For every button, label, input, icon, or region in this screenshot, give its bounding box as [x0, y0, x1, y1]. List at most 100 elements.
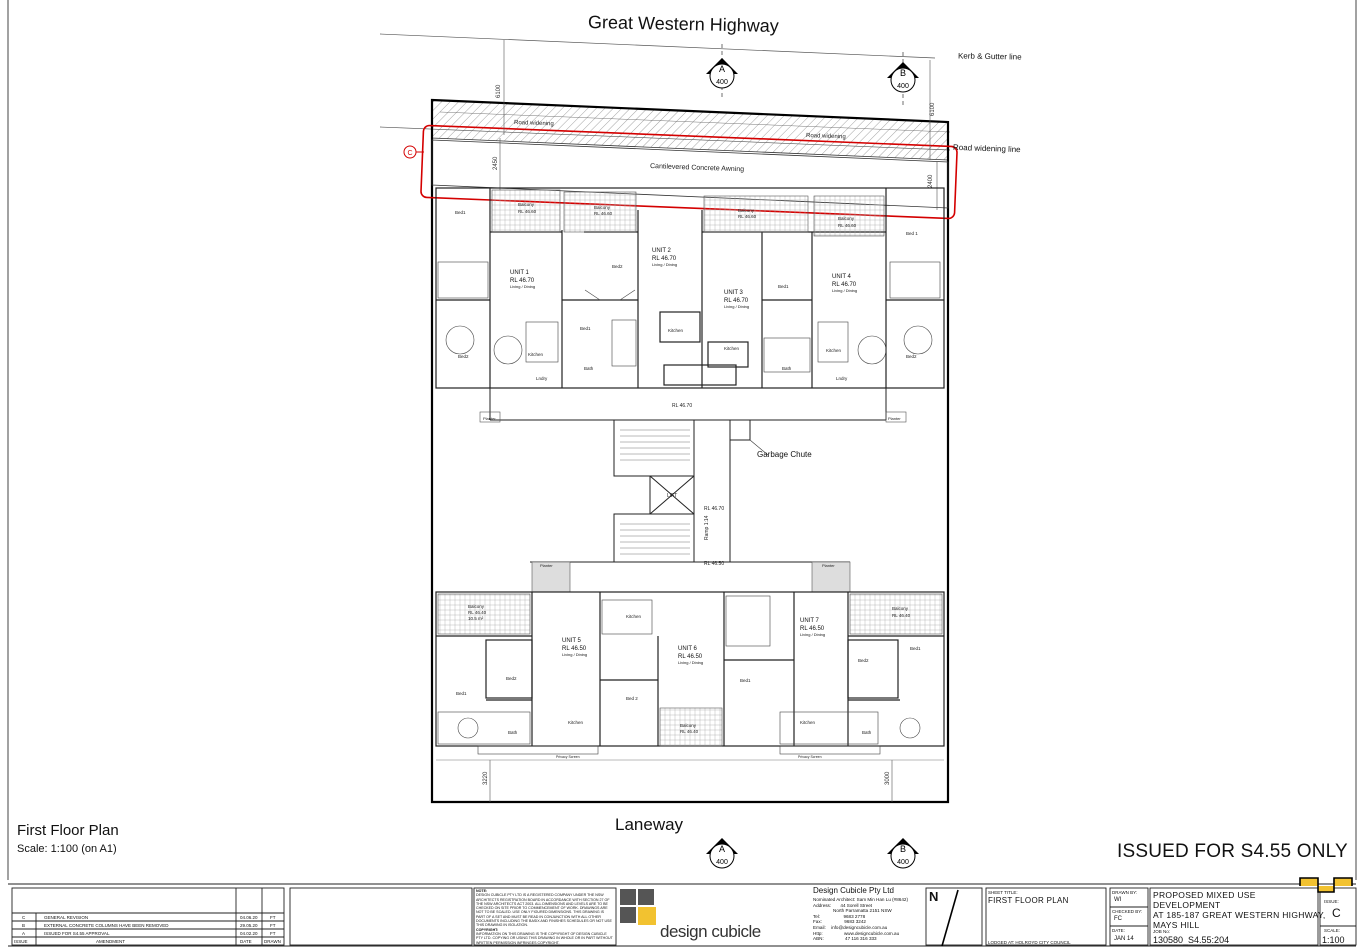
project-line-3: AT 185-187 GREAT WESTERN HIGHWAY,: [1153, 910, 1326, 920]
sheet-title-label: SHEET TITLE:: [988, 890, 1018, 895]
section-a-letter-top: A: [719, 64, 725, 74]
kerb-gutter-label: Kerb & Gutter line: [957, 51, 1022, 62]
firm-symbol-icon: [1299, 877, 1353, 893]
project-description: PROPOSED MIXED USE DEVELOPMENT AT 185-18…: [1153, 890, 1326, 930]
section-marker-b-top: [887, 52, 919, 108]
balcony-rl-u4: RL 46.60: [838, 223, 857, 228]
unit-6-use: Living / Dining: [678, 660, 703, 665]
kerb-gutter-line: [379, 33, 936, 59]
unit-1-use: Living / Dining: [510, 284, 535, 289]
kitchen-u6: Kitchen: [626, 614, 642, 619]
revision-cloud: [420, 124, 958, 220]
http-label: Http:: [813, 930, 823, 936]
room-bed2-u6: Bed 2: [626, 696, 638, 701]
unit-3-use: Living / Dining: [724, 304, 749, 309]
rev-a-drawn: FT: [270, 931, 276, 936]
rev-c-issue: C: [22, 915, 26, 920]
issued-banner: ISSUED FOR S4.55 ONLY: [1117, 841, 1348, 862]
rev-b-amendment: EXTERNAL CONCRETE COLUMNS HAVE BEEN REMO…: [44, 923, 169, 928]
section-a-letter-bottom: A: [719, 844, 725, 854]
copyright-body: INFORMATION ON THIS DRAWING IS THE COPYR…: [476, 931, 613, 944]
balcony-unit-5: [437, 593, 531, 635]
scale-value: 1:100: [1322, 935, 1345, 945]
lobby-rl: RL 46.70: [704, 506, 724, 512]
section-b-letter-bottom: B: [900, 844, 906, 854]
unit-5-name: UNIT 5: [562, 638, 582, 644]
drawing-scale: Scale: 1:100 (on A1): [17, 843, 117, 855]
date-value: JAN 14: [1114, 936, 1134, 942]
section-b-letter-top: B: [900, 68, 906, 78]
unit-7-use: Living / Dining: [800, 632, 825, 637]
kitchen-u4: Kitchen: [826, 348, 842, 353]
laundry-u4: Lndry: [836, 376, 848, 381]
room-bed1-u1: Bed1: [455, 210, 466, 215]
email-value: info@designcubicle.com.au: [831, 924, 888, 930]
section-b-sheet-top: 400: [897, 83, 909, 90]
room-bed1-u4: Bed 1: [906, 231, 918, 236]
dim-2400: 2400: [928, 174, 934, 188]
rev-c-amendment: GENERAL REVISION: [44, 915, 88, 920]
bath-u7: Bath: [862, 730, 872, 735]
title-block-frame: [8, 883, 1357, 947]
road-widening-label-left: Road widening: [514, 120, 554, 127]
bath-u3: Bath: [782, 366, 792, 371]
unit-6-rl: RL 46.50: [678, 654, 703, 660]
corridor-rl: RL 46.70: [672, 403, 692, 409]
balcony-label-u1: Balcony: [518, 202, 535, 207]
room-bed1-u7: Bed1: [910, 646, 921, 651]
road-name-bottom: Laneway: [615, 815, 684, 834]
balcony-rl-u3: RL 46.60: [738, 214, 757, 219]
note-title: NOTE:: [476, 889, 488, 893]
drawn-by: WI: [1114, 897, 1122, 903]
site-boundary: [430, 98, 950, 804]
unit-1-name: UNIT 1: [510, 270, 530, 276]
road-widening-label-right: Road widening: [806, 133, 846, 140]
balcony-unit-7: [849, 593, 943, 635]
tel-label: Tel:: [813, 913, 821, 919]
rev-c-drawn: FT: [270, 915, 276, 920]
privacy-screen-right: Privacy Screen: [798, 755, 822, 759]
balcony-unit-3: [703, 195, 809, 233]
rev-b-drawn: FT: [270, 923, 276, 928]
address-line2: North Parramatta 2151 NSW: [833, 908, 892, 914]
section-marker-a-bottom: [706, 838, 738, 869]
address-line1: 44 Sorell Street: [840, 902, 873, 908]
balcony-rl-u5: RL 46.40: [468, 610, 487, 615]
address-label: Address:: [813, 902, 832, 908]
unit-4-rl: RL 46.70: [832, 282, 857, 288]
drawn-by-label: DRAWN BY:: [1112, 890, 1138, 895]
lower-corridor-rl: RL 46.50: [704, 561, 724, 567]
checked-by-label: CHECKED BY:: [1112, 909, 1143, 914]
section-a-sheet-top: 400: [716, 79, 728, 86]
room-bed2-u5: Bed2: [506, 676, 517, 681]
balcony-label-u5: Balcony: [468, 604, 485, 609]
revision-marker-letter: C: [407, 150, 412, 157]
company-logo-text: design cubicle: [660, 922, 761, 941]
lodged-at: LODGED AT: HOLROYD CITY COUNCIL: [988, 940, 1071, 945]
balcony-rl-u7: RL 46.40: [892, 613, 911, 618]
unit-4-name: UNIT 4: [832, 274, 852, 280]
scale-label: SCALE:: [1324, 928, 1341, 933]
section-marker-b-bottom: [887, 838, 919, 869]
kitchen-u5: Kitchen: [568, 720, 584, 725]
company-details: Nominated Architect: Sam Min Han Lu (#86…: [813, 897, 925, 942]
abn-value: 47 116 316 333: [845, 936, 877, 942]
rev-header-issue: ISSUE: [14, 939, 28, 944]
job-label: JOB No:: [1153, 929, 1171, 934]
section-a-sheet-bottom: 400: [716, 859, 728, 866]
unit-3-rl: RL 46.70: [724, 298, 749, 304]
job-number: 130580_S4.55:204: [1153, 935, 1230, 945]
balcony-rl-u6: RL 46.40: [680, 729, 699, 734]
http-value: www.designcubicle.com.au: [843, 930, 900, 936]
drawing-title: First Floor Plan: [17, 822, 119, 839]
awning-label: Cantilevered Concrete Awning: [650, 163, 744, 173]
email-label: Email:: [813, 924, 826, 930]
balcony-area-u5: 10.5 m²: [468, 616, 484, 621]
note-body: DESIGN CUBICLE PTY LTD IS A REGISTERED C…: [476, 893, 612, 928]
company-name: Design Cubicle Pty Ltd: [813, 886, 894, 895]
unit-5-rl: RL 46.50: [562, 646, 587, 652]
unit-7-name: UNIT 7: [800, 618, 820, 624]
rev-header-amendment: AMENDMENT: [96, 939, 125, 944]
dim-6100-left: 6100: [496, 84, 502, 98]
